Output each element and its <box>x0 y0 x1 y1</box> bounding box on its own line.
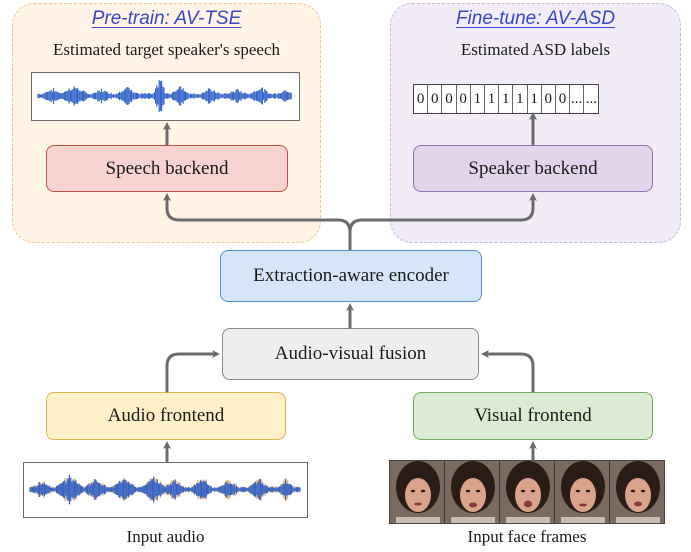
arrow-audio-to-fusion <box>165 350 220 393</box>
asd-label-cell: 0 <box>541 85 556 113</box>
arrow-encoder-to-speech <box>163 193 352 251</box>
extraction-aware-encoder-block: Extraction-aware encoder <box>220 250 482 302</box>
face-frame <box>555 461 610 523</box>
input-audio-waveform <box>23 462 308 518</box>
input-audio-caption: Input audio <box>126 527 205 546</box>
audio-visual-fusion-block: Audio-visual fusion <box>222 328 479 380</box>
asd-label-cell: 1 <box>484 85 500 113</box>
output-waveform <box>31 72 300 121</box>
asd-label-cell: ... <box>584 85 599 113</box>
pretrain-title: Pre-train: AV-TSE <box>91 8 242 29</box>
audio-frontend-block: Audio frontend <box>46 392 286 440</box>
asd-label-cell: 1 <box>527 85 542 113</box>
asd-label-cell: 0 <box>414 85 429 113</box>
face-frame <box>445 461 500 523</box>
finetune-title: Fine-tune: AV-ASD <box>455 8 616 29</box>
input-faces-caption: Input face frames <box>467 527 587 546</box>
asd-label-cell: ... <box>570 85 585 113</box>
face-frame <box>610 461 664 523</box>
asd-label-cell: 1 <box>470 85 485 113</box>
finetune-region <box>390 3 681 243</box>
asd-label-cell: 1 <box>499 85 514 113</box>
asd-label-cell: 0 <box>555 85 571 113</box>
face-frame <box>500 461 555 523</box>
input-face-frames <box>389 460 665 524</box>
arrow-visual-to-fusion <box>481 350 535 393</box>
face-frame <box>390 461 445 523</box>
asd-label-cell: 0 <box>442 85 457 113</box>
asd-label-cell: 0 <box>428 85 443 113</box>
pretrain-caption: Estimated target speaker's speech <box>53 40 280 59</box>
arrow-encoder-to-speaker <box>348 193 537 234</box>
asd-label-cell: 1 <box>513 85 528 113</box>
speech-backend-block: Speech backend <box>46 145 288 192</box>
asd-label-cell: 0 <box>456 85 471 113</box>
finetune-caption: Estimated ASD labels <box>460 40 611 59</box>
